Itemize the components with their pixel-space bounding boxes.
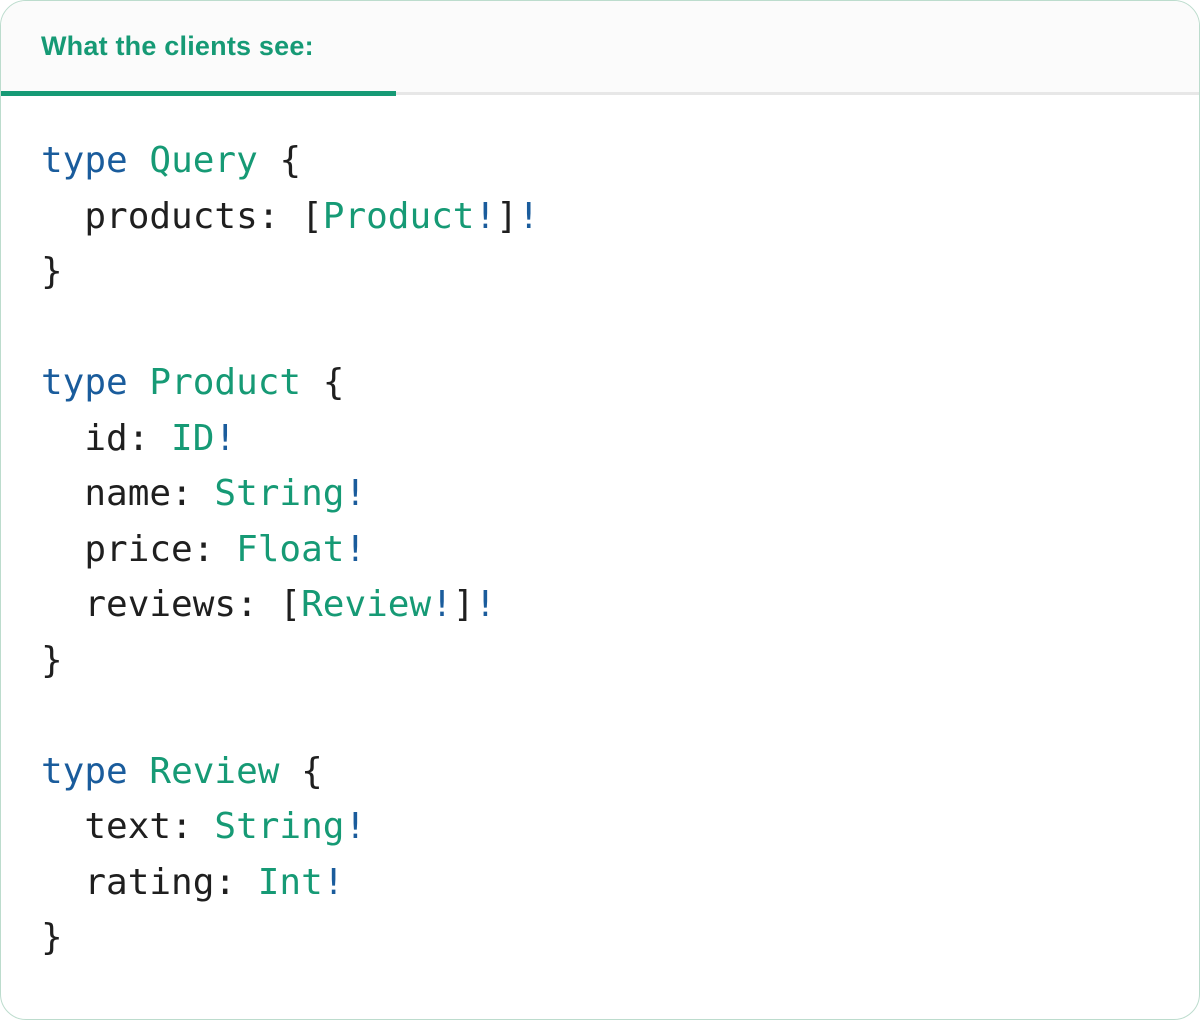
code-token: ! — [517, 195, 540, 237]
code-line: } — [41, 244, 1159, 300]
code-token: ! — [322, 861, 345, 903]
code-token — [128, 362, 150, 403]
code-token — [128, 140, 150, 181]
code-token: price: — [41, 528, 237, 570]
code-token: ! — [344, 806, 367, 847]
code-line: rating: Int! — [41, 855, 1159, 911]
code-line: type Product { — [41, 355, 1159, 411]
code-line: id: ID! — [41, 411, 1159, 467]
code-token: ! — [344, 528, 367, 570]
code-token: { — [301, 362, 345, 403]
code-token — [128, 751, 150, 792]
code-token: rating: — [41, 861, 258, 903]
code-token: ! — [474, 584, 497, 625]
code-token: } — [41, 639, 63, 681]
code-token: ] — [452, 584, 475, 625]
code-token: reviews: [ — [41, 584, 302, 625]
code-token: Review — [149, 750, 280, 792]
code-token: String — [214, 473, 345, 514]
code-line — [41, 300, 1159, 356]
code-line: products: [Product!]! — [41, 189, 1159, 245]
code-token: } — [41, 251, 63, 292]
code-token: Product — [149, 362, 302, 403]
tab-bar: What the clients see: — [1, 1, 1199, 96]
code-line: text: String! — [41, 799, 1159, 855]
code-token: type — [41, 140, 128, 181]
code-token: Int — [257, 861, 323, 903]
code-token: { — [257, 140, 302, 181]
code-token: Query — [149, 140, 258, 181]
code-block: type Query { products: [Product!]!}type … — [1, 95, 1199, 966]
code-token: products: [ — [41, 195, 323, 237]
code-token: } — [41, 917, 63, 958]
code-line: price: Float! — [41, 522, 1159, 578]
code-token: { — [279, 750, 323, 792]
code-token: Product — [322, 195, 475, 237]
code-token: ID — [171, 417, 215, 459]
code-token: ! — [431, 584, 453, 625]
code-token: ! — [474, 195, 497, 237]
code-token: String — [214, 806, 345, 847]
code-token: ! — [344, 473, 367, 514]
code-token: Review — [301, 584, 432, 625]
code-token: Float — [236, 528, 345, 570]
code-token: id: — [41, 417, 172, 459]
code-token: type — [41, 750, 128, 792]
code-token: text: — [41, 806, 215, 847]
code-token: type — [41, 362, 128, 403]
code-line — [41, 688, 1159, 744]
code-token: ! — [214, 417, 237, 459]
code-token: ] — [496, 195, 518, 237]
code-token: name: — [41, 473, 215, 514]
code-line: reviews: [Review!]! — [41, 577, 1159, 633]
code-line: name: String! — [41, 466, 1159, 522]
active-tab-indicator — [1, 91, 396, 96]
code-line: } — [41, 910, 1159, 966]
code-line: } — [41, 633, 1159, 689]
tab-what-clients-see[interactable]: What the clients see: — [41, 31, 314, 61]
code-line: type Query { — [41, 133, 1159, 189]
code-line: type Review { — [41, 744, 1159, 800]
